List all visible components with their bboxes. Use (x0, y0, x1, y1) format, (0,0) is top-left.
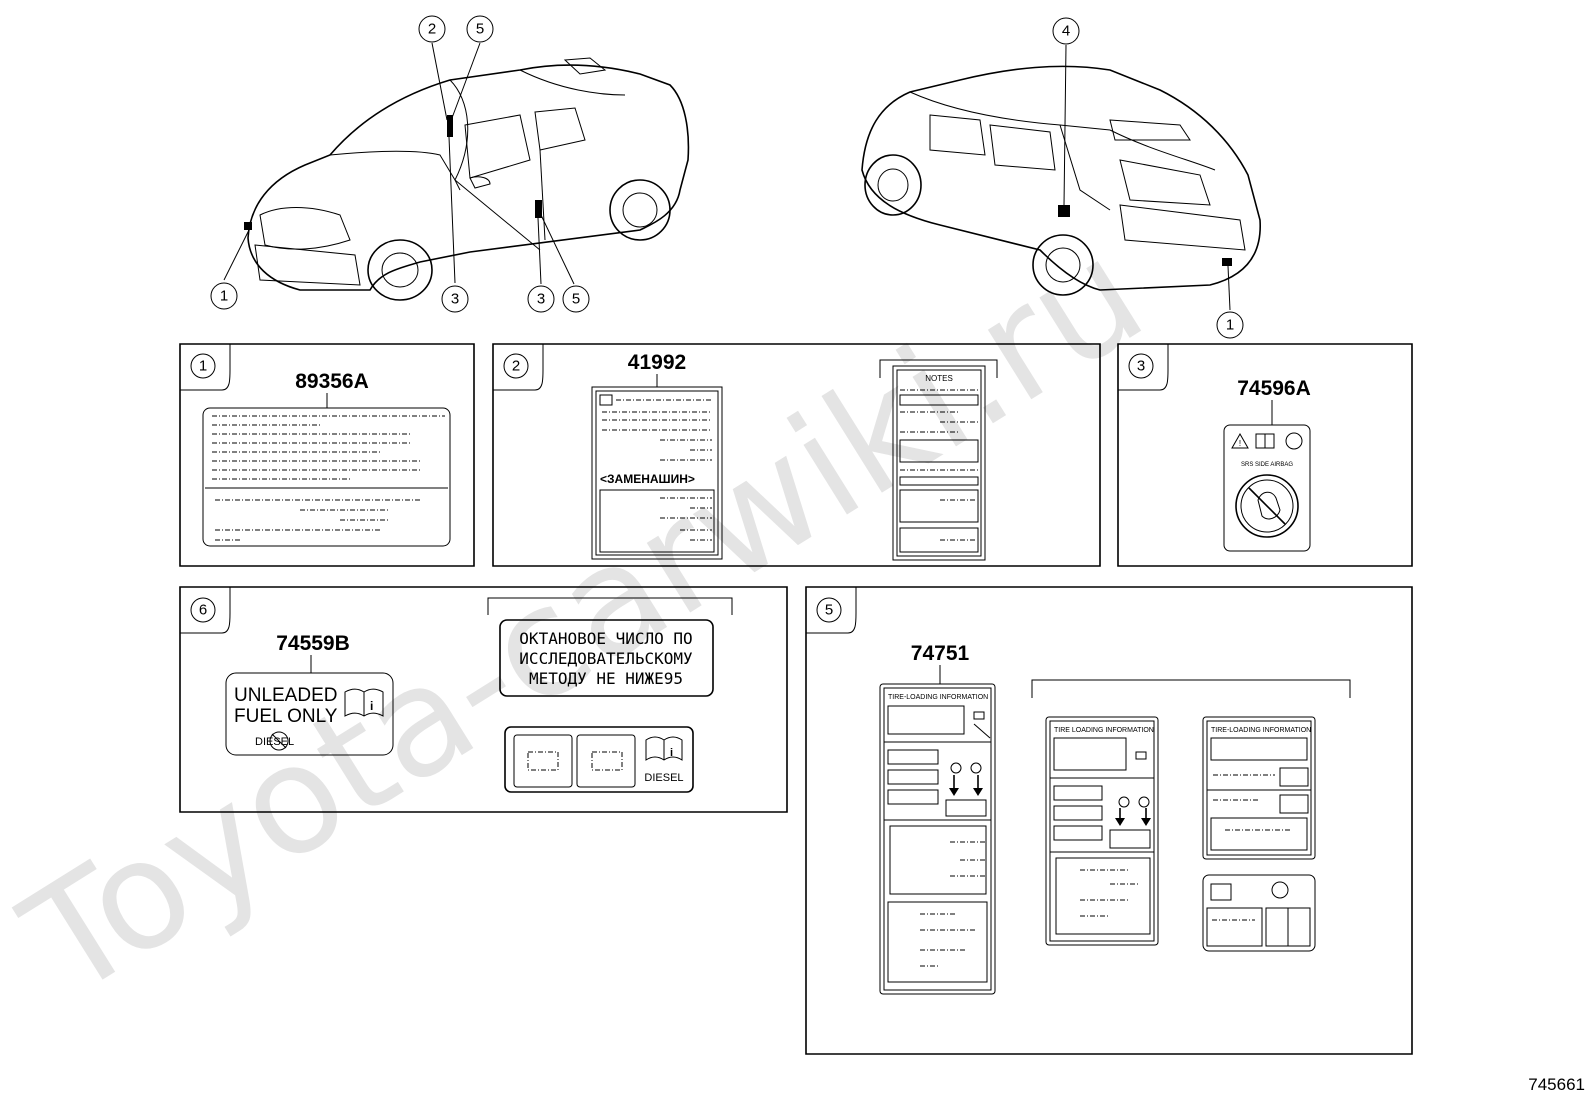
front-callouts: 1 2 5 3 3 5 (210, 15, 590, 313)
panel-6: 6 74559B UNLEADED FUEL ONLY i DIESEL ОКТ… (179, 586, 788, 813)
panel-3-airbag-text: SRS SIDE AIRBAG (1241, 462, 1293, 468)
panel-2-notes-title: NOTES (925, 374, 953, 383)
rear-callouts: 4 1 (1052, 17, 1244, 339)
front-car-illustration (244, 57, 690, 301)
panel-6-part-number: 74559B (276, 632, 350, 655)
panel-2: 2 41992 <ЗАМЕНАШИН> NOTES (492, 343, 1101, 567)
svg-text:i: i (670, 747, 673, 759)
panel-1: 1 89356A (179, 343, 475, 567)
panel-5-tire-title-b: TIRE LOADING INFORMATION (1054, 727, 1154, 734)
panel-6-octane-line2: ИССЛЕДОВАТЕЛЬСКОМУ (519, 649, 693, 668)
svg-text:!: ! (1239, 439, 1241, 448)
panel-6-octane-line3: МЕТОДУ НЕ НИЖЕ95 (529, 669, 683, 688)
watermark: Toyota-carwiki.ru (0, 206, 1172, 1031)
watermark-text: Toyota-carwiki.ru (0, 206, 1172, 1031)
panel-2-label-heading: <ЗАМЕНАШИН> (600, 472, 695, 486)
panel-6-fuel-line2: FUEL ONLY (234, 706, 338, 727)
panel-3: 3 74596A ! SRS SIDE AIRBAG (1117, 343, 1413, 567)
panel-6-diesel-small: DIESEL (255, 736, 294, 748)
panel-5-number: 5 (825, 602, 833, 619)
panel-3-number: 3 (1137, 358, 1145, 375)
callout-1-rear: 1 (1226, 317, 1234, 334)
callout-3b: 3 (537, 291, 545, 308)
panel-6-octane-line1: ОКТАНОВОЕ ЧИСЛО ПО (519, 629, 692, 648)
callout-5: 5 (476, 21, 484, 38)
panel-2-part-number: 41992 (628, 351, 686, 374)
panel-6-number: 6 (199, 602, 207, 619)
rear-car-illustration (861, 65, 1261, 296)
panel-6-diesel-label: DIESEL (644, 772, 683, 784)
callout-4: 4 (1062, 23, 1070, 40)
panel-5-tire-title-c: TIRE-LOADING INFORMATION (1211, 727, 1311, 734)
panel-5: 5 74751 TIRE-LOADING INFORMATION (805, 586, 1413, 1055)
panel-2-number: 2 (512, 358, 520, 375)
svg-text:i: i (370, 699, 373, 713)
callout-3: 3 (451, 291, 459, 308)
panel-5-tire-title-a: TIRE-LOADING INFORMATION (888, 694, 988, 701)
panel-1-number: 1 (199, 358, 207, 375)
panel-5-part-number: 74751 (911, 642, 970, 665)
callout-5b: 5 (572, 291, 580, 308)
callout-2: 2 (428, 21, 436, 38)
diagram-id: 745661 (1528, 1075, 1585, 1094)
panel-6-fuel-line1: UNLEADED (234, 685, 337, 706)
panel-1-part-number: 89356A (295, 370, 369, 393)
callout-1: 1 (220, 288, 228, 305)
panel-3-part-number: 74596A (1237, 377, 1311, 400)
